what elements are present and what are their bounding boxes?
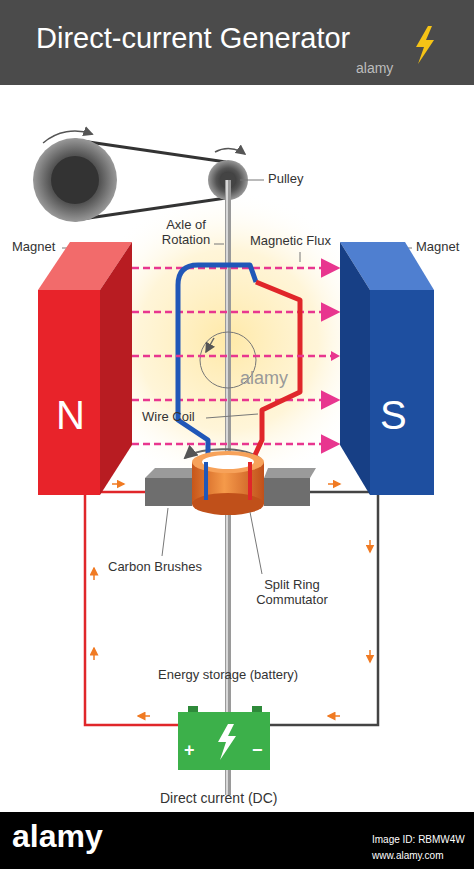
watermark: Image ID: RBMW4W (372, 834, 465, 846)
magnet-outline (340, 242, 434, 495)
part-label: Magnet (12, 240, 55, 255)
part-label: Energy storage (battery) (158, 668, 298, 683)
part-label: Axle of Rotation (150, 218, 222, 248)
title: Direct-current Generator (36, 22, 350, 55)
part-label: − (252, 740, 263, 761)
pole-letter: N (56, 392, 85, 438)
part-label: + (184, 740, 195, 761)
watermark: www.alamy.com (372, 850, 444, 862)
part-label: Wire Coil (142, 410, 195, 425)
flux-arrow (132, 351, 340, 361)
magnet-outline (38, 242, 132, 495)
part-label: Magnet (416, 240, 459, 255)
part-label: Split Ring Commutator (244, 578, 340, 608)
magnet-block: N (38, 242, 132, 495)
part-label: Pulley (268, 172, 303, 187)
pole-letter: S (380, 392, 407, 438)
watermark: alamy (240, 368, 288, 389)
part-label: Carbon Brushes (108, 560, 202, 575)
part-label: Magnetic Flux (250, 234, 331, 249)
watermark: alamy (12, 818, 103, 855)
magnet-block: S (340, 242, 434, 495)
watermark: alamy (356, 60, 393, 76)
caption: Direct current (DC) (160, 790, 277, 806)
